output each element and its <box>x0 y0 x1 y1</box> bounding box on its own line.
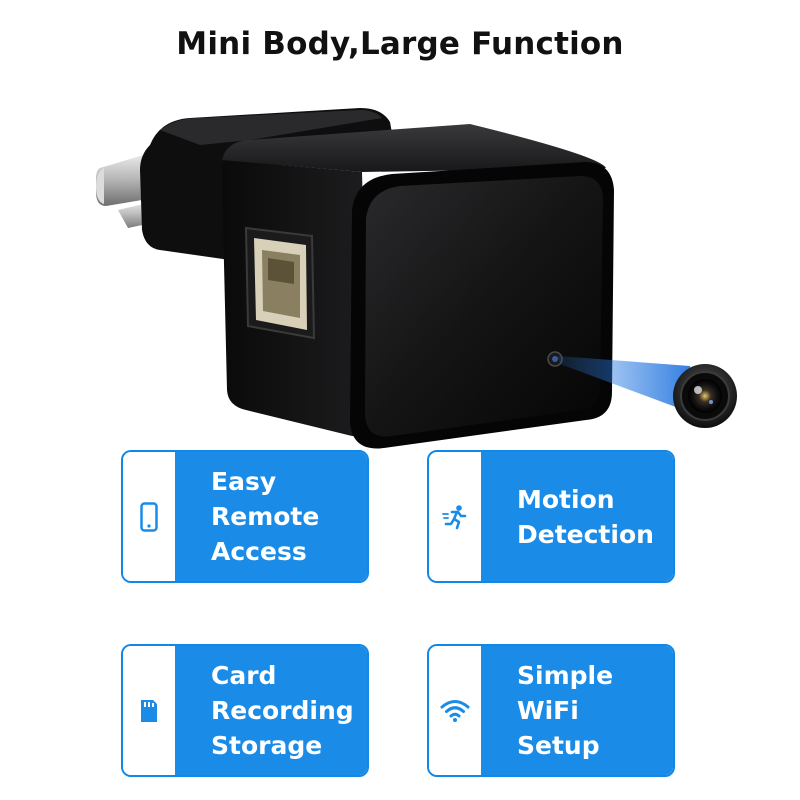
smartphone-icon <box>140 501 158 532</box>
feature-label-line: Motion <box>517 484 615 514</box>
feature-label-line: Easy <box>211 467 277 496</box>
feature-label-line: Card <box>211 661 277 690</box>
running-person-icon <box>442 504 467 529</box>
sd-card-icon <box>141 699 157 722</box>
feature-label-line: WiFi <box>517 696 579 725</box>
camera-lens <box>673 364 737 428</box>
feature-card-wifi-setup: Simple WiFi Setup <box>427 644 675 777</box>
feature-label-line: Recording <box>211 696 354 725</box>
feature-card-motion-detection: Motion Detection <box>427 450 675 583</box>
feature-label-line: Storage <box>211 731 323 760</box>
feature-label-line: Simple <box>517 661 614 690</box>
feature-label-line: Remote <box>211 502 320 531</box>
usb-port <box>244 226 316 340</box>
feature-label-line: Detection <box>517 519 654 549</box>
wifi-icon <box>440 699 470 722</box>
feature-label-line: Setup <box>517 731 600 760</box>
page-title: Mini Body,Large Function <box>176 26 624 62</box>
feature-label-line: Access <box>211 537 307 566</box>
feature-card-remote-access: Easy Remote Access <box>121 450 369 583</box>
usb-charger-camera-image <box>96 108 737 449</box>
feature-card-card-recording: Card Recording Storage <box>121 644 369 777</box>
